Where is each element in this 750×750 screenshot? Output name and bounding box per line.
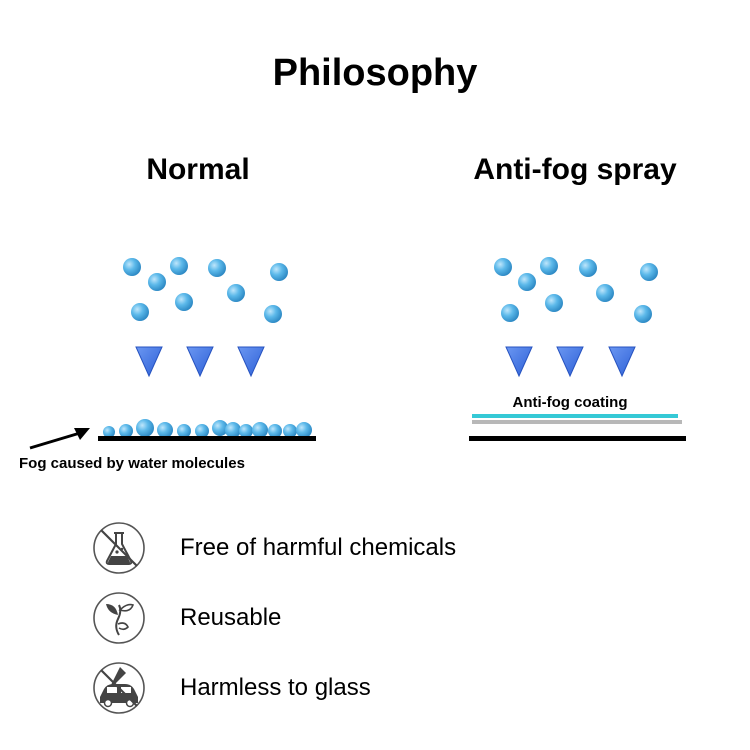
benefit-item: Reusable <box>92 590 281 646</box>
antifog-glass-surface <box>469 436 686 441</box>
water-droplet <box>540 257 558 275</box>
benefit-item: Harmless to glass <box>92 660 371 716</box>
water-droplet <box>545 294 563 312</box>
down-arrow-icon <box>186 346 214 378</box>
fog-label: Fog caused by water molecules <box>19 455 245 472</box>
no-flask-icon <box>93 522 145 574</box>
water-droplet <box>123 258 141 276</box>
antifog-coating-label: Anti-fog coating <box>512 394 628 411</box>
antifog-coating-gray <box>472 420 682 424</box>
down-arrow-icon <box>237 346 265 378</box>
benefit-text: Free of harmful chemicals <box>180 534 457 561</box>
water-droplet <box>596 284 614 302</box>
water-droplet <box>640 263 658 281</box>
normal-arrows <box>135 346 265 378</box>
water-droplet <box>227 284 245 302</box>
water-droplet <box>264 305 282 323</box>
water-droplet <box>270 263 288 281</box>
down-arrow-icon <box>505 346 533 378</box>
antifog-droplets <box>494 257 658 323</box>
down-arrow-icon <box>608 346 636 378</box>
page-title: Philosophy <box>272 52 478 94</box>
antifog-heading: Anti-fog spray <box>473 153 677 186</box>
water-droplet <box>634 305 652 323</box>
water-droplet <box>175 293 193 311</box>
water-droplet <box>518 273 536 291</box>
down-arrow-icon <box>135 346 163 378</box>
benefit-item: Free of harmful chemicals <box>92 520 456 576</box>
down-arrow-icon <box>556 346 584 378</box>
water-droplet <box>494 258 512 276</box>
normal-glass-surface <box>98 436 316 441</box>
pointer-arrow-icon <box>29 428 90 450</box>
fog-layer <box>103 419 312 438</box>
antifog-arrows <box>505 346 636 378</box>
normal-droplets <box>123 257 288 323</box>
sprout-icon <box>93 592 145 644</box>
water-droplet <box>148 273 166 291</box>
antifog-coating-layer <box>472 414 678 418</box>
water-droplet <box>131 303 149 321</box>
water-droplet <box>170 257 188 275</box>
benefit-text: Harmless to glass <box>180 674 371 701</box>
water-droplet <box>208 259 226 277</box>
benefit-text: Reusable <box>180 604 282 631</box>
normal-heading: Normal <box>146 153 250 186</box>
water-droplet <box>579 259 597 277</box>
water-droplet <box>501 304 519 322</box>
no-car-scratch-icon <box>93 662 145 714</box>
